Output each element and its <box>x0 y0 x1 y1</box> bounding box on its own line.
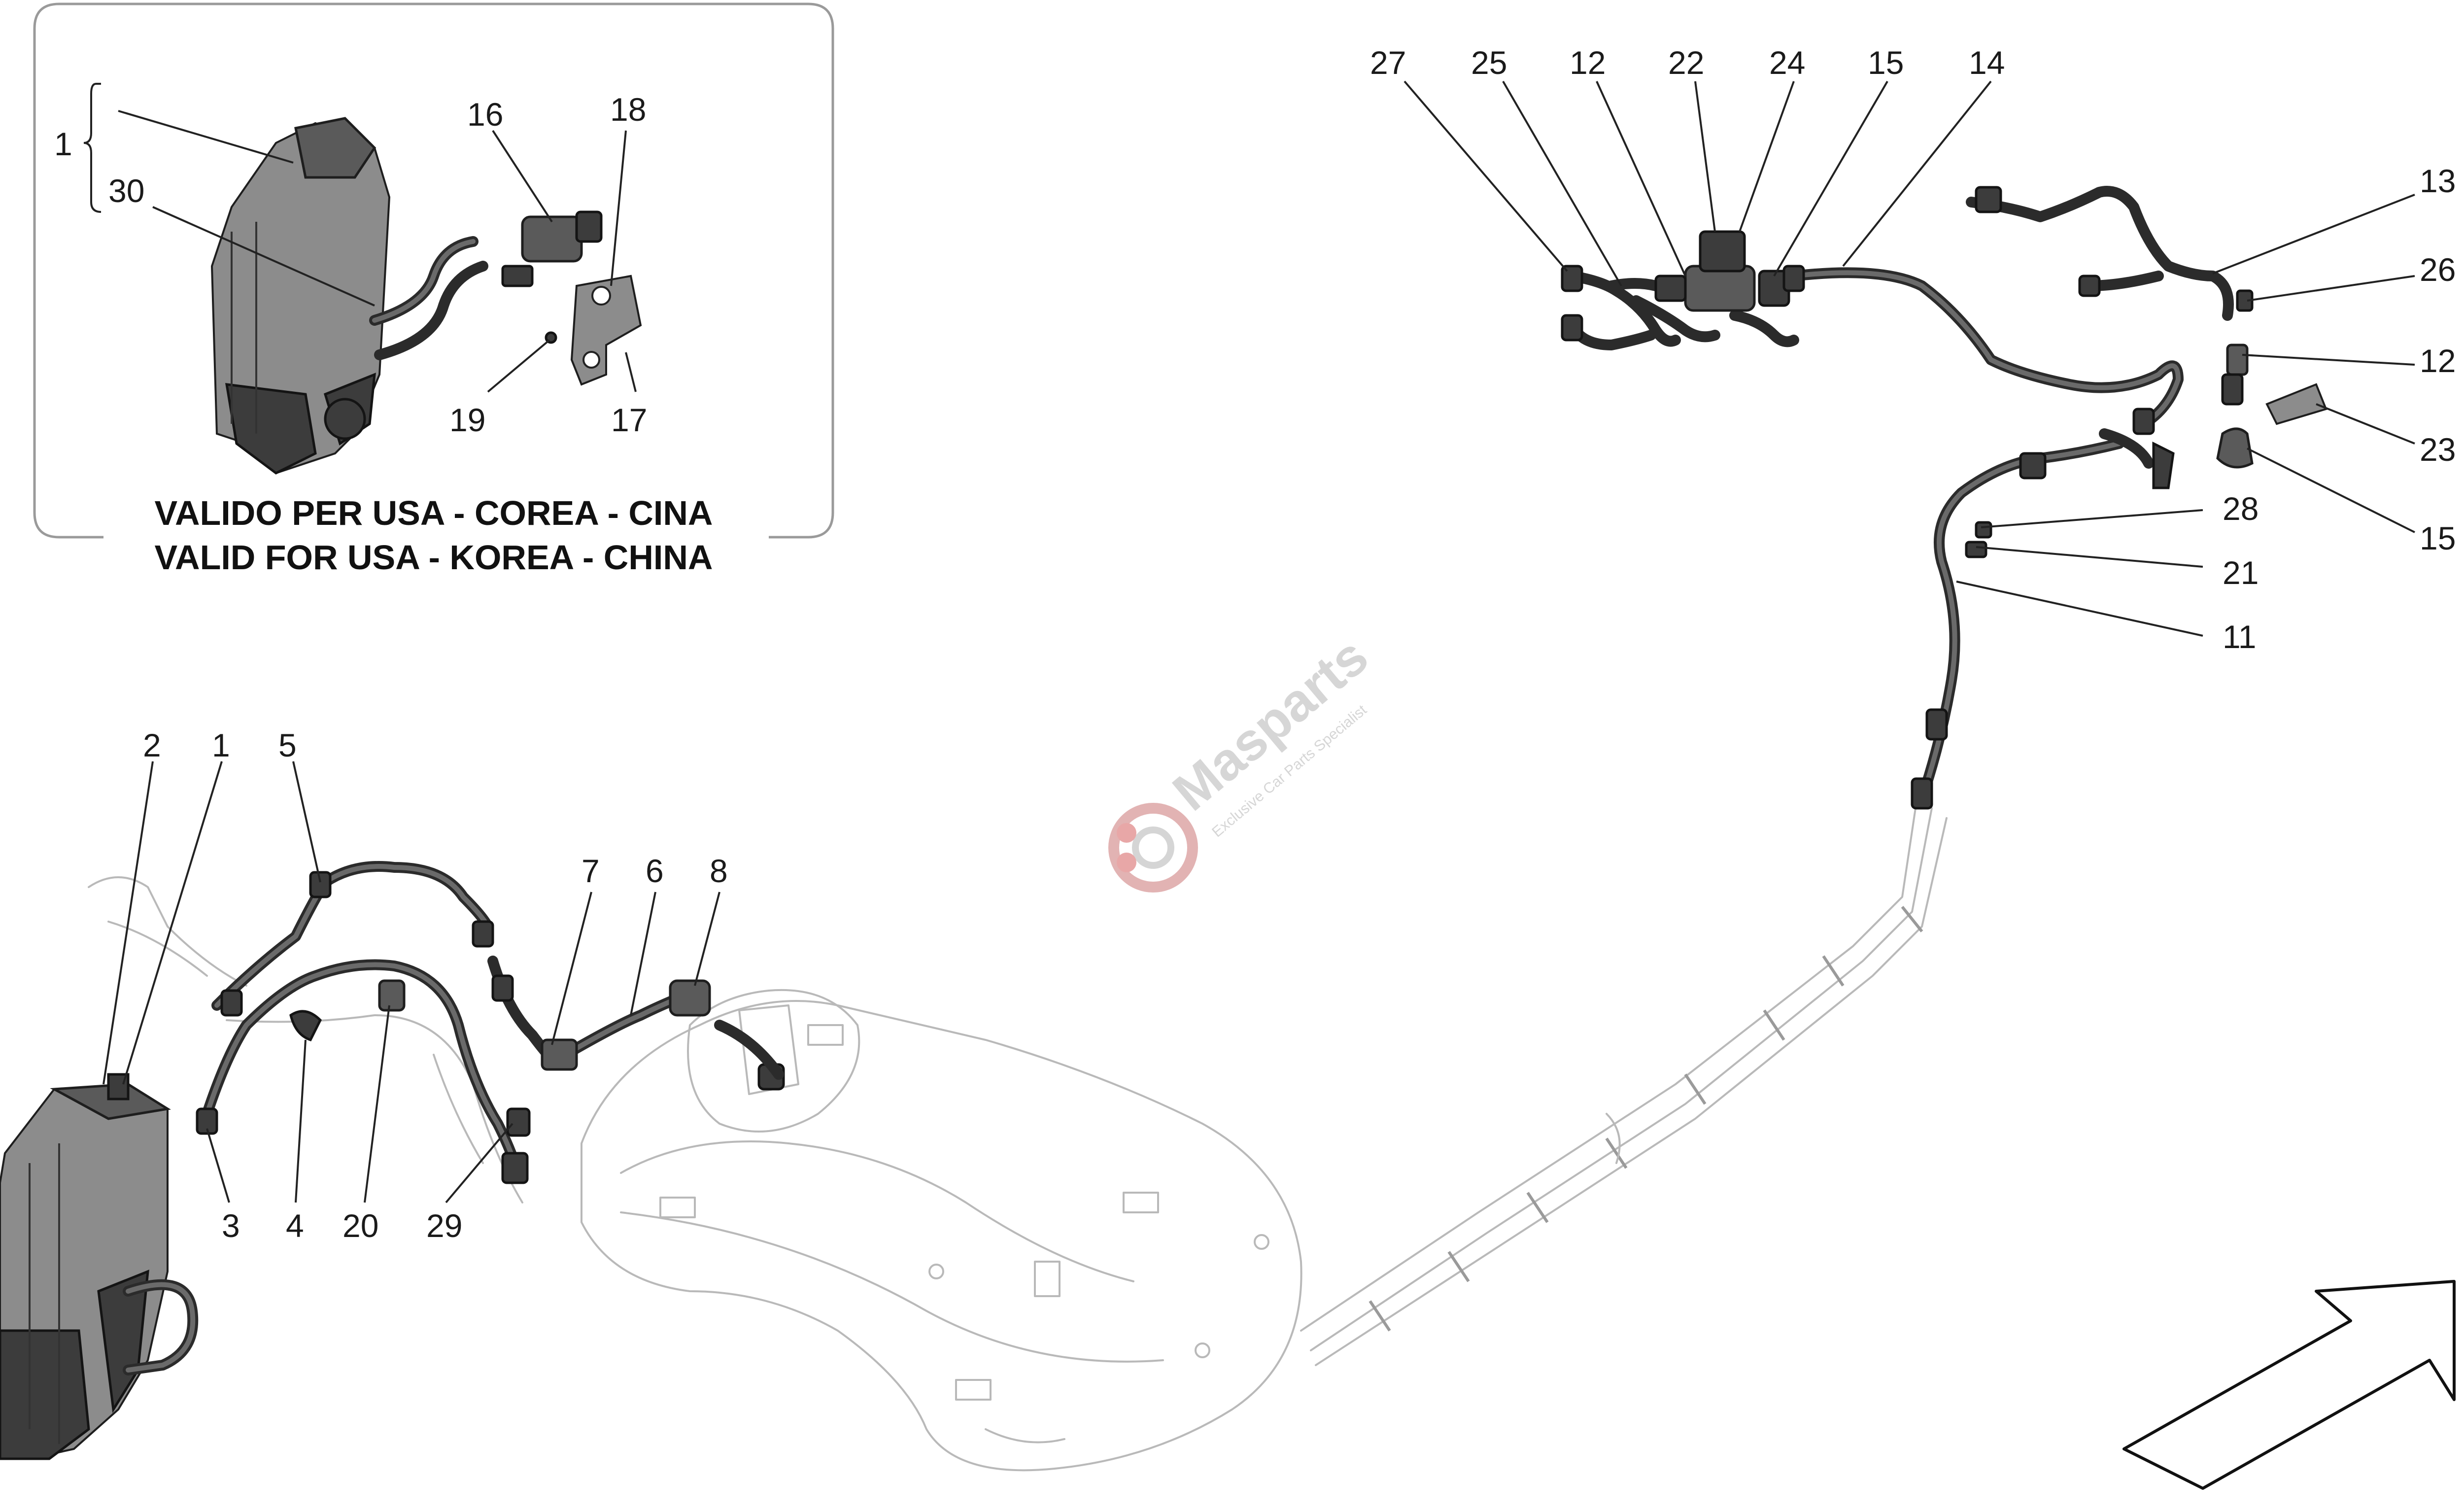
callout-18: 18 <box>610 91 646 128</box>
callout-19: 19 <box>449 402 485 438</box>
inset-carbon-canister <box>210 117 391 475</box>
callout-27: 27 <box>1370 44 1406 81</box>
callout-6: 6 <box>646 853 664 889</box>
watermark: Masparts Exclusive Car Parts Specialist <box>1108 626 1379 893</box>
callout-17: 17 <box>611 402 647 438</box>
callout-14: 14 <box>1969 44 2005 81</box>
inset-caption-en: VALID FOR USA - KOREA - CHINA <box>155 538 713 577</box>
callout-24: 24 <box>1769 44 1805 81</box>
inset-caption-it: VALIDO PER USA - COREA - CINA <box>155 494 713 532</box>
callout-16: 16 <box>467 96 503 133</box>
callout-11: 11 <box>2223 619 2257 655</box>
hose-connectors-right <box>1561 186 2327 810</box>
callout-12: 12 <box>2420 343 2456 379</box>
gear-icon <box>1108 803 1198 893</box>
callout-23: 23 <box>2420 431 2456 468</box>
callout-2: 2 <box>143 727 161 763</box>
callout-15: 15 <box>2420 520 2456 556</box>
callouts-left: 2 1 5 7 6 8 3 4 20 29 <box>143 727 728 1244</box>
callouts-top-right: 27 25 12 22 24 15 14 <box>1370 44 2005 81</box>
callout-25: 25 <box>1471 44 1507 81</box>
callout-21: 21 <box>2223 554 2259 591</box>
callout-13: 13 <box>2420 163 2456 199</box>
callout-5: 5 <box>278 727 297 763</box>
callout-22: 22 <box>1668 44 1704 81</box>
callout-4: 4 <box>286 1207 304 1244</box>
hose-connectors-left <box>196 871 785 1184</box>
callout-8: 8 <box>710 853 728 889</box>
inset-panel: 1 30 16 18 19 17 VALIDO PER USA - COREA … <box>33 2 834 577</box>
inset-purge-valve <box>501 210 603 287</box>
callout-26: 26 <box>2420 251 2456 288</box>
fuel-tank-outline <box>581 989 1302 1472</box>
callout-29: 29 <box>426 1207 462 1244</box>
callout-28: 28 <box>2223 490 2259 527</box>
callout-12: 12 <box>1570 44 1606 81</box>
fuel-line-outline <box>1300 797 1948 1366</box>
callout-1: 1 <box>54 126 72 162</box>
callout-3: 3 <box>222 1207 240 1244</box>
callout-7: 7 <box>582 853 600 889</box>
purge-valve <box>1654 230 1790 312</box>
leader-lines <box>103 80 2415 1203</box>
callout-1: 1 <box>212 727 230 763</box>
callout-20: 20 <box>342 1207 378 1244</box>
callout-15: 15 <box>1868 44 1904 81</box>
carbon-canister <box>0 1073 171 1460</box>
arrow-icon <box>2122 1280 2456 1490</box>
callouts-right: 13 26 12 23 15 28 21 11 <box>2223 163 2456 655</box>
callout-30: 30 <box>108 172 144 209</box>
